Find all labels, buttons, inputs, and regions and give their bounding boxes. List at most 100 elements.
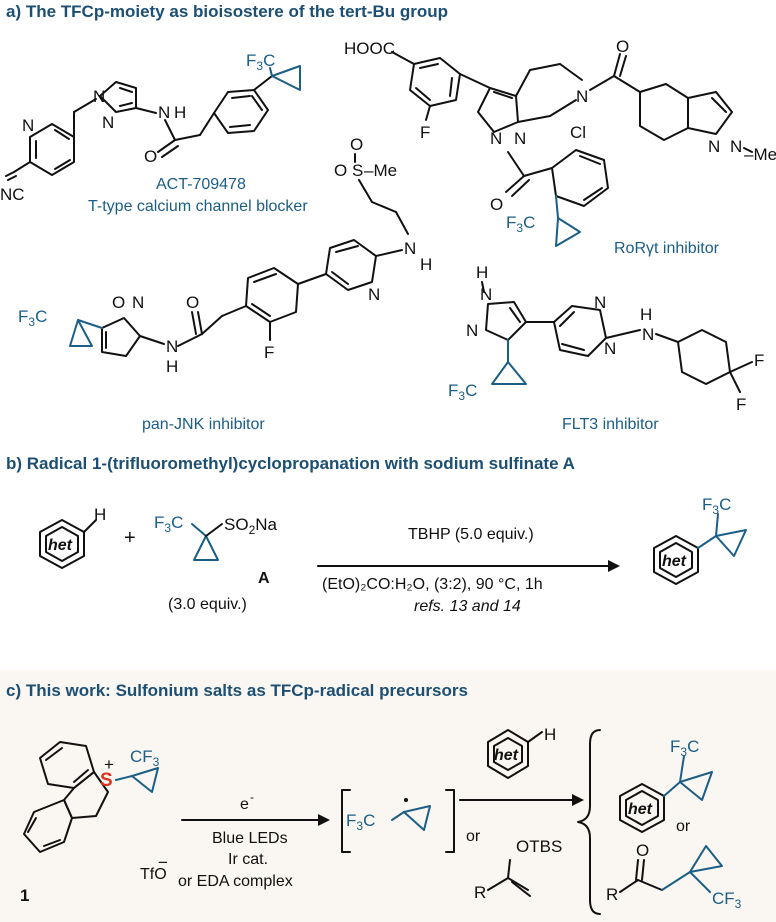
act-benzene-ring xyxy=(213,89,269,134)
atom-n-indazole-2: N xyxy=(730,137,742,156)
scheme-b-condition-1: TBHP (5.0 equiv.) xyxy=(408,526,534,543)
sulfonium-charge: + xyxy=(104,755,114,774)
het-label-b-product: het xyxy=(662,553,687,570)
atom-s-sulfone: S xyxy=(352,161,363,180)
atom-n1-flt3: N xyxy=(480,285,492,304)
atom-n-indazole-1: N xyxy=(708,137,720,156)
scheme-c-condition-3: or EDA complex xyxy=(178,873,293,890)
flt3-cf3-group: F3C xyxy=(448,381,477,403)
compound-number-1: 1 xyxy=(20,886,30,905)
act-pyridine-ring xyxy=(29,123,75,176)
atom-o-ror-benzoyl: O xyxy=(490,195,503,214)
atom-f-ror: F xyxy=(420,123,430,142)
methyl-sulfone-label: –Me xyxy=(364,161,397,180)
atom-n-ror-pz2: N xyxy=(514,129,526,148)
atom-o-amide: O xyxy=(144,147,157,166)
het-label-b-reactant: het xyxy=(48,537,73,554)
counterion-charge: − xyxy=(158,853,168,872)
atom-h-amide: H xyxy=(174,103,186,122)
atom-h-jnk: H xyxy=(420,255,432,274)
ror-pyrazole-ring xyxy=(477,87,519,133)
enol-ether-otbs: OTBS xyxy=(516,837,562,856)
b-product-cyclopropane xyxy=(715,529,747,557)
atom-nc: NC xyxy=(0,185,25,204)
ror-chlorophenyl-ring xyxy=(551,149,609,207)
atom-n-ror-pz1: N xyxy=(490,129,502,148)
atom-n-isoxazole: N xyxy=(132,293,144,312)
section-b-heading: b) Radical 1-(trifluoromethyl)cyclopropa… xyxy=(6,454,575,473)
atom-n-pyrimidine-2: N xyxy=(604,339,616,358)
atom-o-jnk-amide: O xyxy=(186,293,199,312)
scheme-c-condition-1: Blue LEDs xyxy=(212,830,288,847)
act-709478-desc: T-type calcium channel blocker xyxy=(88,198,308,215)
atom-n1-pyrazole: N xyxy=(93,87,105,106)
het-arene-reactant-b xyxy=(39,519,85,569)
atom-n-flt3-amine: N xyxy=(642,325,654,344)
atom-h-jnk-amide: H xyxy=(166,357,178,376)
atom-f-flt3-1: F xyxy=(754,351,764,370)
atom-o-sulfone-2: O xyxy=(350,135,363,154)
flt3-cyclopropane xyxy=(491,361,527,385)
c-reagent-cf3: CF3 xyxy=(130,747,160,769)
ketone-r: R xyxy=(606,885,618,904)
c-reagent-cyclopropane xyxy=(131,767,159,793)
het-label-c-substrate: het xyxy=(494,747,519,764)
enol-ether-r: R xyxy=(474,883,486,902)
sulfinate-so2na: SO2Na xyxy=(224,515,278,537)
tfcp-radical xyxy=(341,789,455,853)
atom-o-sulfone-1: O xyxy=(334,161,347,180)
het-label-c-product: het xyxy=(628,801,653,818)
flt3-caption: FLT3 inhibitor xyxy=(562,416,659,433)
act-cf3-group: F3C xyxy=(246,51,275,73)
counterion: TfO xyxy=(140,866,167,883)
jnk-caption: pan-JNK inhibitor xyxy=(142,416,265,433)
atom-o-isoxazole: O xyxy=(112,293,125,312)
flt3-pyrazole-ring xyxy=(485,301,527,341)
atom-s-sulfonium: S xyxy=(100,770,113,791)
electron-charge: - xyxy=(250,790,254,804)
atom-n-pyrimidine-1: N xyxy=(594,293,606,312)
act-cyclopropane xyxy=(271,65,301,91)
het-arene-substrate-c xyxy=(487,729,529,779)
atom-n2-flt3: N xyxy=(466,321,478,340)
scheme-c-condition-2: Ir cat. xyxy=(228,851,269,868)
atom-n-jnk-pyridine: N xyxy=(368,285,380,304)
act-709478-code: ACT-709478 xyxy=(156,176,246,193)
ror-caption: RoRγt inhibitor xyxy=(614,240,719,257)
c-product-cf3: F3C xyxy=(670,737,699,759)
c-product-cyclopropane xyxy=(679,771,713,801)
atom-hooc: HOOC xyxy=(344,39,395,58)
methyl-label: –Me xyxy=(744,145,776,164)
jnk-cf3-group: F3C xyxy=(18,307,47,329)
reagent-label-a: A xyxy=(258,570,270,587)
atom-nh-jnk: N xyxy=(404,239,416,258)
atom-h-b-reactant: H xyxy=(94,505,106,524)
atom-nh-jnk-amide: N xyxy=(166,337,178,356)
atom-h-c-substrate: H xyxy=(544,725,556,744)
atom-nh-amide: N xyxy=(158,103,170,122)
flt3-cyclohexane xyxy=(677,329,731,385)
section-a-heading: a) The TFCp-moiety as bioisostere of the… xyxy=(6,2,449,21)
ketone-cyclopropane xyxy=(689,845,723,873)
atom-f-flt3-2: F xyxy=(736,395,746,414)
jnk-fluorophenyl-ring xyxy=(245,267,299,323)
act-pyrazole-ring xyxy=(99,81,137,113)
plus-sign: + xyxy=(124,527,136,549)
atom-o-ketone: O xyxy=(636,841,649,860)
flt3-pyrimidine-ring xyxy=(553,305,607,357)
ror-cyclopropane xyxy=(555,217,581,247)
ketone-cf3: CF3 xyxy=(712,889,742,911)
atom-o-ror-amide: O xyxy=(616,37,629,56)
ror-tetrahydroindazole xyxy=(639,83,733,141)
atom-h-flt3-pyrazole: H xyxy=(476,263,488,282)
dibenzothiophene-core xyxy=(23,741,109,853)
sulfinate-cyclopropane xyxy=(193,535,219,561)
product-brace xyxy=(577,729,601,915)
atom-n-piperidine: N xyxy=(576,87,588,106)
reagent-equiv: (3.0 equiv.) xyxy=(168,596,247,613)
b-cf3-group: F3C xyxy=(154,513,183,535)
jnk-isoxazole-ring xyxy=(101,317,141,357)
scheme-b-refs: refs. 13 and 14 xyxy=(414,598,521,615)
or-label-substrates: or xyxy=(466,828,481,845)
